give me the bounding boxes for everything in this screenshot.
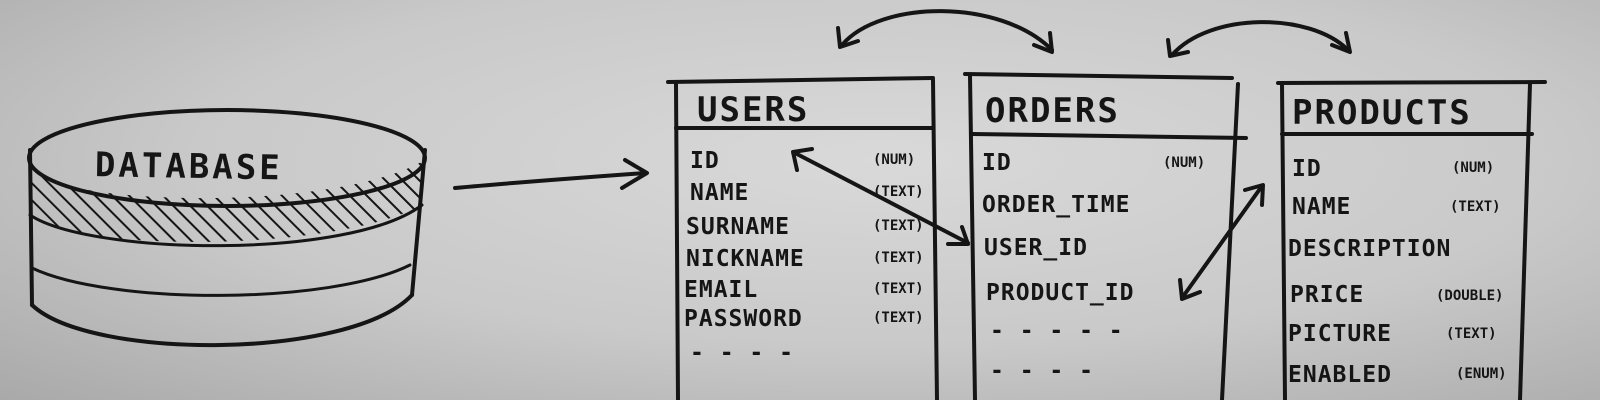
users-table-title: USERS bbox=[697, 90, 809, 130]
orders-field-name: ORDER_TIME bbox=[982, 192, 1130, 218]
users-id-to-user-id-arrow bbox=[791, 147, 970, 246]
products-id-to-product-id-arrow bbox=[1178, 183, 1265, 301]
users-field-type: (NUM) bbox=[873, 152, 915, 168]
users-table: USERS ID (NUM) NAME (TEXT) SURNAME (TEXT… bbox=[666, 76, 939, 400]
users-field-name: NICKNAME bbox=[686, 246, 805, 272]
orders-more-fields: - - - - bbox=[990, 358, 1094, 384]
users-more-fields: - - - - bbox=[690, 340, 794, 366]
products-field-type: (TEXT) bbox=[1446, 326, 1497, 342]
products-field-name: PICTURE bbox=[1288, 321, 1392, 347]
database-cylinder: DATABASE bbox=[27, 108, 427, 348]
database-to-users-arrow bbox=[453, 158, 649, 190]
users-field-name: EMAIL bbox=[684, 277, 758, 303]
products-field-type: (TEXT) bbox=[1450, 199, 1501, 215]
users-field-type: (TEXT) bbox=[873, 310, 924, 326]
products-field-name: NAME bbox=[1292, 194, 1351, 220]
products-field-type: (DOUBLE) bbox=[1436, 288, 1503, 304]
orders-products-relation-arc bbox=[1166, 20, 1352, 58]
orders-field-name: USER_ID bbox=[984, 235, 1088, 261]
users-field-name: PASSWORD bbox=[684, 306, 803, 332]
orders-more-fields: - - - - - bbox=[990, 318, 1124, 344]
products-field-name: ENABLED bbox=[1288, 362, 1392, 388]
orders-field-name: PRODUCT_ID bbox=[986, 280, 1134, 306]
users-field-name: NAME bbox=[690, 180, 749, 206]
orders-field-type: (NUM) bbox=[1163, 155, 1205, 171]
database-hatched-band bbox=[28, 160, 425, 242]
users-field-type: (TEXT) bbox=[873, 250, 924, 266]
database-side-left bbox=[28, 148, 34, 307]
products-field-name: ID bbox=[1292, 156, 1322, 182]
database-band-bottom bbox=[28, 203, 424, 248]
products-table-title: PRODUCTS bbox=[1292, 93, 1472, 133]
products-field-name: DESCRIPTION bbox=[1288, 236, 1451, 262]
users-field-type: (TEXT) bbox=[873, 281, 924, 297]
database-bottom bbox=[30, 293, 414, 348]
users-field-type: (TEXT) bbox=[873, 218, 924, 234]
products-field-type: (ENUM) bbox=[1456, 366, 1507, 382]
orders-table-title: ORDERS bbox=[985, 91, 1120, 131]
orders-field-name: ID bbox=[982, 150, 1012, 176]
products-field-type: (NUM) bbox=[1452, 160, 1494, 176]
products-table: PRODUCTS ID (NUM) NAME (TEXT) DESCRIPTIO… bbox=[1276, 80, 1547, 400]
users-field-type: (TEXT) bbox=[873, 184, 924, 200]
database-label: DATABASE bbox=[95, 145, 283, 188]
products-field-name: PRICE bbox=[1290, 282, 1364, 308]
orders-table: ORDERS ID (NUM) ORDER_TIME USER_ID PRODU… bbox=[963, 72, 1248, 400]
database-side-right bbox=[410, 148, 427, 297]
database-ring bbox=[30, 263, 412, 297]
users-orders-relation-arc bbox=[836, 9, 1054, 54]
users-field-name: ID bbox=[690, 148, 720, 174]
users-field-name: SURNAME bbox=[686, 214, 790, 240]
